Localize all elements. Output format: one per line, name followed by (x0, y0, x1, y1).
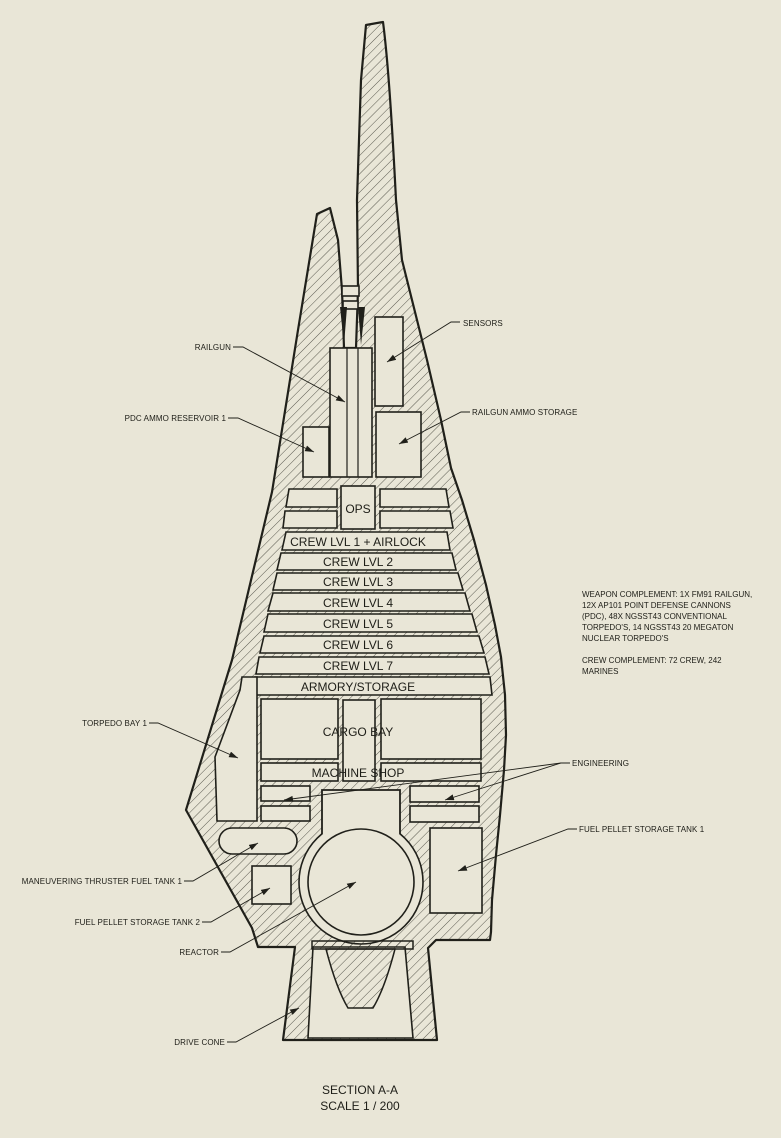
deck-label-machine-shop: MACHINE SHOP (312, 766, 405, 780)
label-fuel-tank-1: FUEL PELLET STORAGE TANK 1 (579, 825, 705, 834)
deck-label-crew-1: CREW LVL 1 + AIRLOCK (290, 535, 426, 549)
deck-label-cargo-bay: CARGO BAY (323, 725, 393, 739)
leader-sensors (386, 321, 460, 363)
railgun-mount-left (340, 307, 347, 345)
mast-bridge (341, 285, 360, 297)
scale-label: SCALE 1 / 200 (320, 1099, 400, 1113)
deck-label-crew-5: CREW LVL 5 (323, 617, 393, 631)
sensors-box (374, 316, 404, 407)
railgun-ammo-storage (375, 411, 422, 478)
pdc-ammo-reservoir-1 (302, 426, 330, 478)
room-machine-shop-left (260, 762, 339, 782)
deck-label-crew-6: CREW LVL 6 (323, 638, 393, 652)
room-crew-lvl-3 (271, 572, 465, 591)
room-crew-lvl-1 (281, 531, 451, 551)
leader-pdc-ammo (228, 417, 315, 453)
deck-label-crew-2: CREW LVL 2 (323, 555, 393, 569)
section-title: SECTION A-A (322, 1083, 398, 1097)
room-crew-lvl-5 (263, 613, 479, 633)
leader-railgun-ammo (398, 411, 470, 445)
deck-label-armory: ARMORY/STORAGE (301, 680, 415, 694)
mast-bridge-lower (342, 300, 359, 310)
deck-label-crew-7: CREW LVL 7 (323, 659, 393, 673)
leader-maneuvering-tank (184, 842, 259, 882)
label-maneuvering-tank: MANEUVERING THRUSTER FUEL TANK 1 (22, 877, 183, 886)
label-reactor: REACTOR (179, 948, 219, 957)
torpedo-bay-1 (214, 676, 258, 822)
leader-torpedo-bay (149, 722, 239, 759)
reactor (307, 828, 415, 936)
label-fuel-tank-2: FUEL PELLET STORAGE TANK 2 (75, 918, 201, 927)
fuel-pellet-storage-tank-2 (251, 865, 292, 905)
deck-room (379, 488, 450, 508)
leader-drive-cone (227, 1007, 300, 1043)
room-cargo-bay-left (260, 698, 339, 760)
room-crew-lvl-6 (258, 635, 486, 654)
label-torpedo-bay: TORPEDO BAY 1 (82, 719, 147, 728)
engineering-bay-right-2 (409, 805, 480, 823)
room-crew-lvl-4 (266, 592, 472, 612)
fuel-pellet-storage-tank-1 (429, 827, 483, 914)
leader-reactor (221, 881, 357, 953)
deck-label-crew-3: CREW LVL 3 (323, 575, 393, 589)
room-crew-lvl-7 (255, 656, 491, 675)
engineering-bay-left-1 (260, 785, 311, 802)
label-drive-cone: DRIVE CONE (174, 1038, 225, 1047)
room-cargo-bay-right (380, 698, 482, 760)
deck-room (379, 510, 454, 529)
leader-railgun (233, 346, 346, 403)
engineering-bay-left-2 (260, 805, 311, 822)
label-engineering: ENGINEERING (572, 759, 629, 768)
room-crew-lvl-2 (275, 552, 458, 571)
deck-room (282, 510, 338, 529)
weapon-complement-note: WEAPON COMPLEMENT: 1X FM91 RAILGUN, 12X … (582, 590, 755, 643)
leader-fuel-tank-2 (202, 887, 271, 923)
label-sensors: SENSORS (463, 319, 503, 328)
deck-room (285, 488, 338, 508)
drive-cone-plate (311, 940, 414, 950)
railgun-mount-right (358, 307, 365, 345)
deck-label-crew-4: CREW LVL 4 (323, 596, 393, 610)
engineering-bay-right-1 (409, 785, 480, 803)
maneuvering-thruster-fuel-tank-1 (218, 827, 298, 855)
reactor-chamber-neck (321, 789, 401, 834)
leader-fuel-tank-1 (457, 828, 577, 872)
deck-label-ops: OPS (345, 502, 370, 516)
leader-engineering-right (444, 762, 570, 801)
room-machine-shop-right (380, 762, 482, 782)
label-railgun-ammo: RAILGUN AMMO STORAGE (472, 408, 577, 417)
railgun-housing (329, 347, 373, 478)
crew-complement-note: CREW COMPLEMENT: 72 CREW, 242 MARINES (582, 656, 724, 676)
room-ops (340, 485, 376, 530)
label-railgun: RAILGUN (195, 343, 231, 352)
drive-cone-bell (325, 948, 396, 1009)
central-column (342, 699, 376, 782)
label-pdc-ammo: PDC AMMO RESERVOIR 1 (125, 414, 227, 423)
